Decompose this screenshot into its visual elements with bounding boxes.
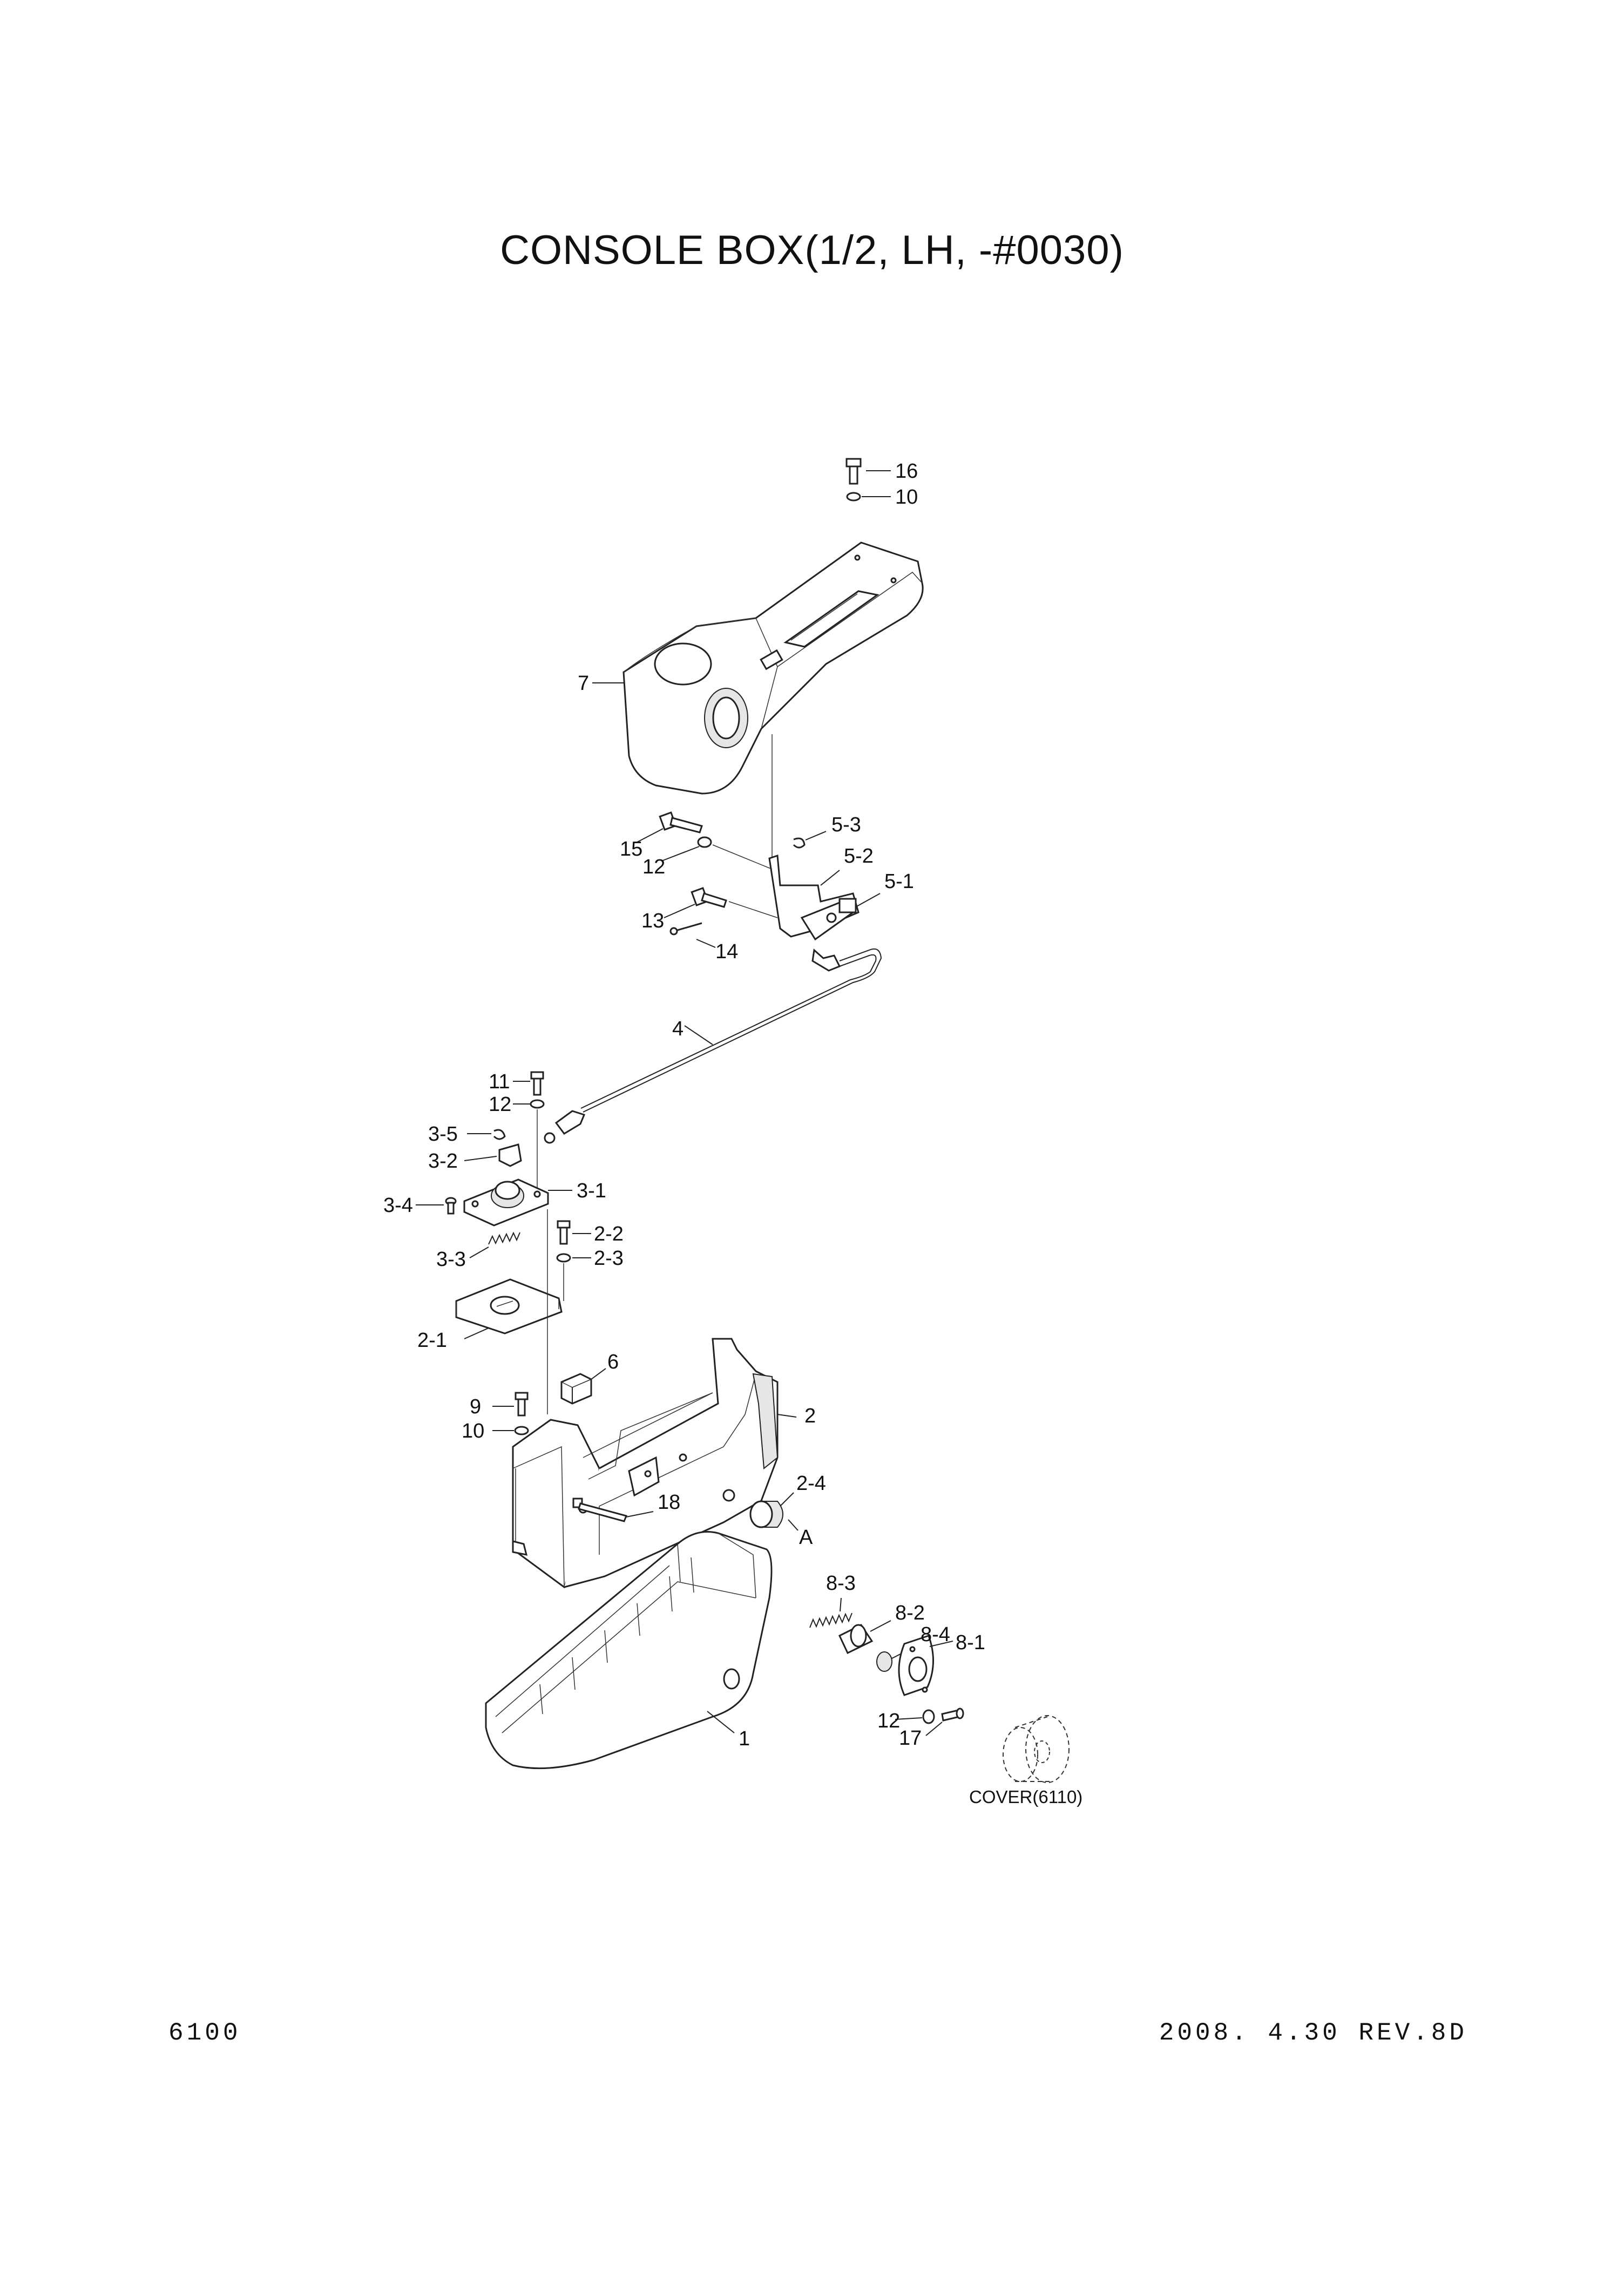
bolt-11 [513,1071,544,1096]
lever-5-1 [800,893,881,941]
callout-15: 15 [620,838,642,861]
console-frame-2 [512,1338,797,1589]
callout-9: 9 [470,1395,481,1418]
callout-8-4: 8-4 [921,1623,950,1646]
callout-1: 1 [739,1727,750,1750]
flange-8-1 [898,1635,953,1696]
callout-18: 18 [658,1491,680,1514]
callout-3-4: 3-4 [383,1194,413,1217]
callout-5-1: 5-1 [884,870,914,893]
callout-5-3: 5-3 [831,814,861,836]
callout-17: 17 [899,1727,922,1750]
washer-12-upper [661,836,712,862]
callout-14: 14 [715,940,738,963]
bolt-16 [845,458,891,485]
callout-2-3: 2-3 [594,1247,624,1270]
cable-4 [544,948,882,1144]
callout-12-lower: 12 [877,1710,900,1732]
spring-8-3 [809,1597,852,1628]
plate-3-1 [463,1178,572,1227]
bolt-13 [664,887,727,918]
washer-10-top [846,492,891,502]
callout-8-3: 8-3 [826,1572,856,1595]
callout-2: 2 [804,1405,816,1427]
callout-8-1: 8-1 [956,1631,985,1654]
callout-13: 13 [641,910,664,932]
cover-6110-reference [1003,1715,1070,1783]
plate-2-1 [455,1278,563,1339]
callout-12-mid: 12 [489,1093,511,1116]
clip-5-3 [793,831,827,849]
callout-10-top: 10 [895,486,918,509]
switch-6 [560,1368,606,1405]
callout-10-lower: 10 [462,1420,484,1442]
link-3-2 [464,1143,522,1167]
console-case-1 [485,1531,773,1770]
callout-3-2: 3-2 [428,1150,458,1173]
cover-reference-label: COVER(6110) [969,1787,1082,1807]
screw-17 [925,1708,964,1736]
washer-12-mid [513,1099,545,1109]
washer-10-lower [492,1426,529,1435]
callout-5-2: 5-2 [844,845,874,868]
console-cover-7 [592,541,924,795]
bushing-2-4 [749,1492,799,1531]
bolt-2-2 [557,1220,591,1245]
callout-3-1: 3-1 [577,1180,606,1202]
callout-16: 16 [895,460,918,483]
callout-4: 4 [672,1018,684,1040]
bolt-9 [492,1392,529,1417]
page-number: 6100 [168,2019,241,2047]
bolt-15 [637,811,703,843]
washer-12-lower [895,1709,935,1724]
bolt-18 [572,1498,654,1522]
revision-date: 2008. 4.30 REV.8D [1159,2019,1467,2047]
callout-2-2: 2-2 [594,1223,624,1245]
pin-14 [669,922,716,948]
callout-12-upper: 12 [642,856,665,878]
clip-3-5 [467,1129,506,1140]
rotor-8-2 [838,1620,891,1655]
page-title: CONSOLE BOX(1/2, LH, -#0030) [500,227,1124,273]
callout-11: 11 [489,1071,510,1093]
spring-3-3 [469,1231,520,1258]
callout-a: A [799,1526,813,1549]
callout-7: 7 [578,672,589,695]
callout-2-1: 2-1 [417,1329,447,1352]
callout-3-3: 3-3 [436,1248,466,1271]
callout-3-5: 3-5 [428,1123,458,1146]
washer-2-3 [556,1253,591,1263]
callout-6: 6 [607,1351,619,1373]
screw-3-4 [416,1197,457,1215]
callout-2-4: 2-4 [796,1472,826,1495]
callout-8-2: 8-2 [895,1602,925,1624]
